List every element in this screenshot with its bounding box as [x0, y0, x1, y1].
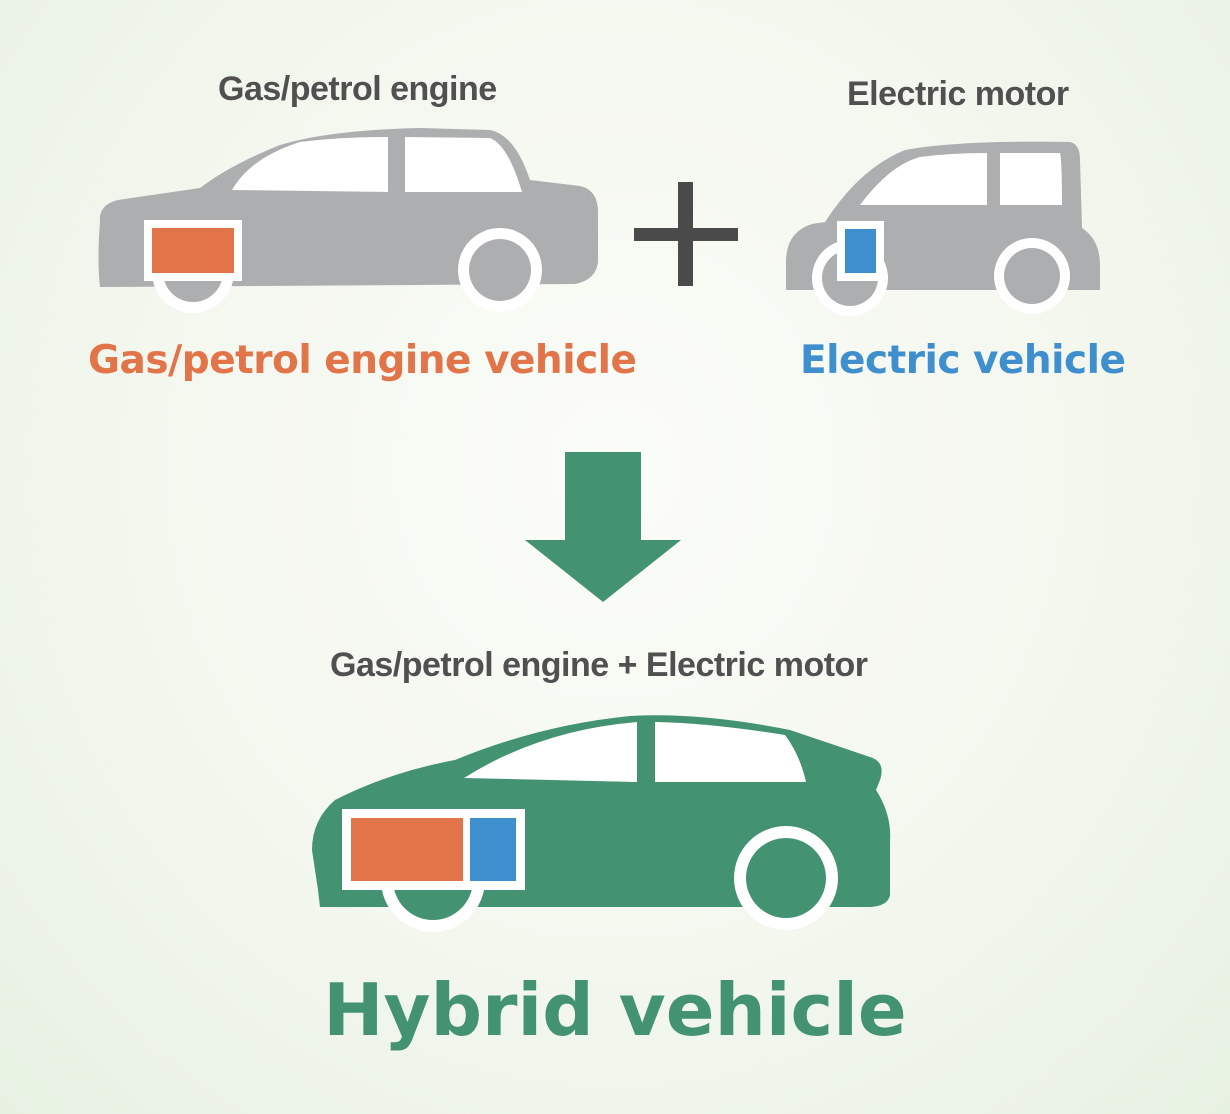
hybrid-engine-block: [351, 818, 463, 881]
hybrid-vehicle-title: Hybrid vehicle: [323, 968, 907, 1052]
gas-engine-block: [152, 228, 234, 273]
down-arrow-icon: [525, 452, 681, 602]
hybrid-motor-block: [470, 818, 516, 881]
hybrid-components-label: Gas/petrol engine + Electric motor: [330, 646, 868, 684]
hybrid-car-icon: [312, 715, 891, 932]
plus-icon: [634, 182, 738, 286]
gas-car-icon: [98, 128, 598, 313]
electric-vehicle-title: Electric vehicle: [800, 338, 1126, 383]
electric-motor-block: [845, 229, 876, 273]
gas-vehicle-title: Gas/petrol engine vehicle: [88, 338, 637, 383]
gas-engine-label: Gas/petrol engine: [218, 70, 497, 108]
electric-car-icon: [786, 141, 1100, 316]
electric-motor-label: Electric motor: [847, 75, 1069, 113]
